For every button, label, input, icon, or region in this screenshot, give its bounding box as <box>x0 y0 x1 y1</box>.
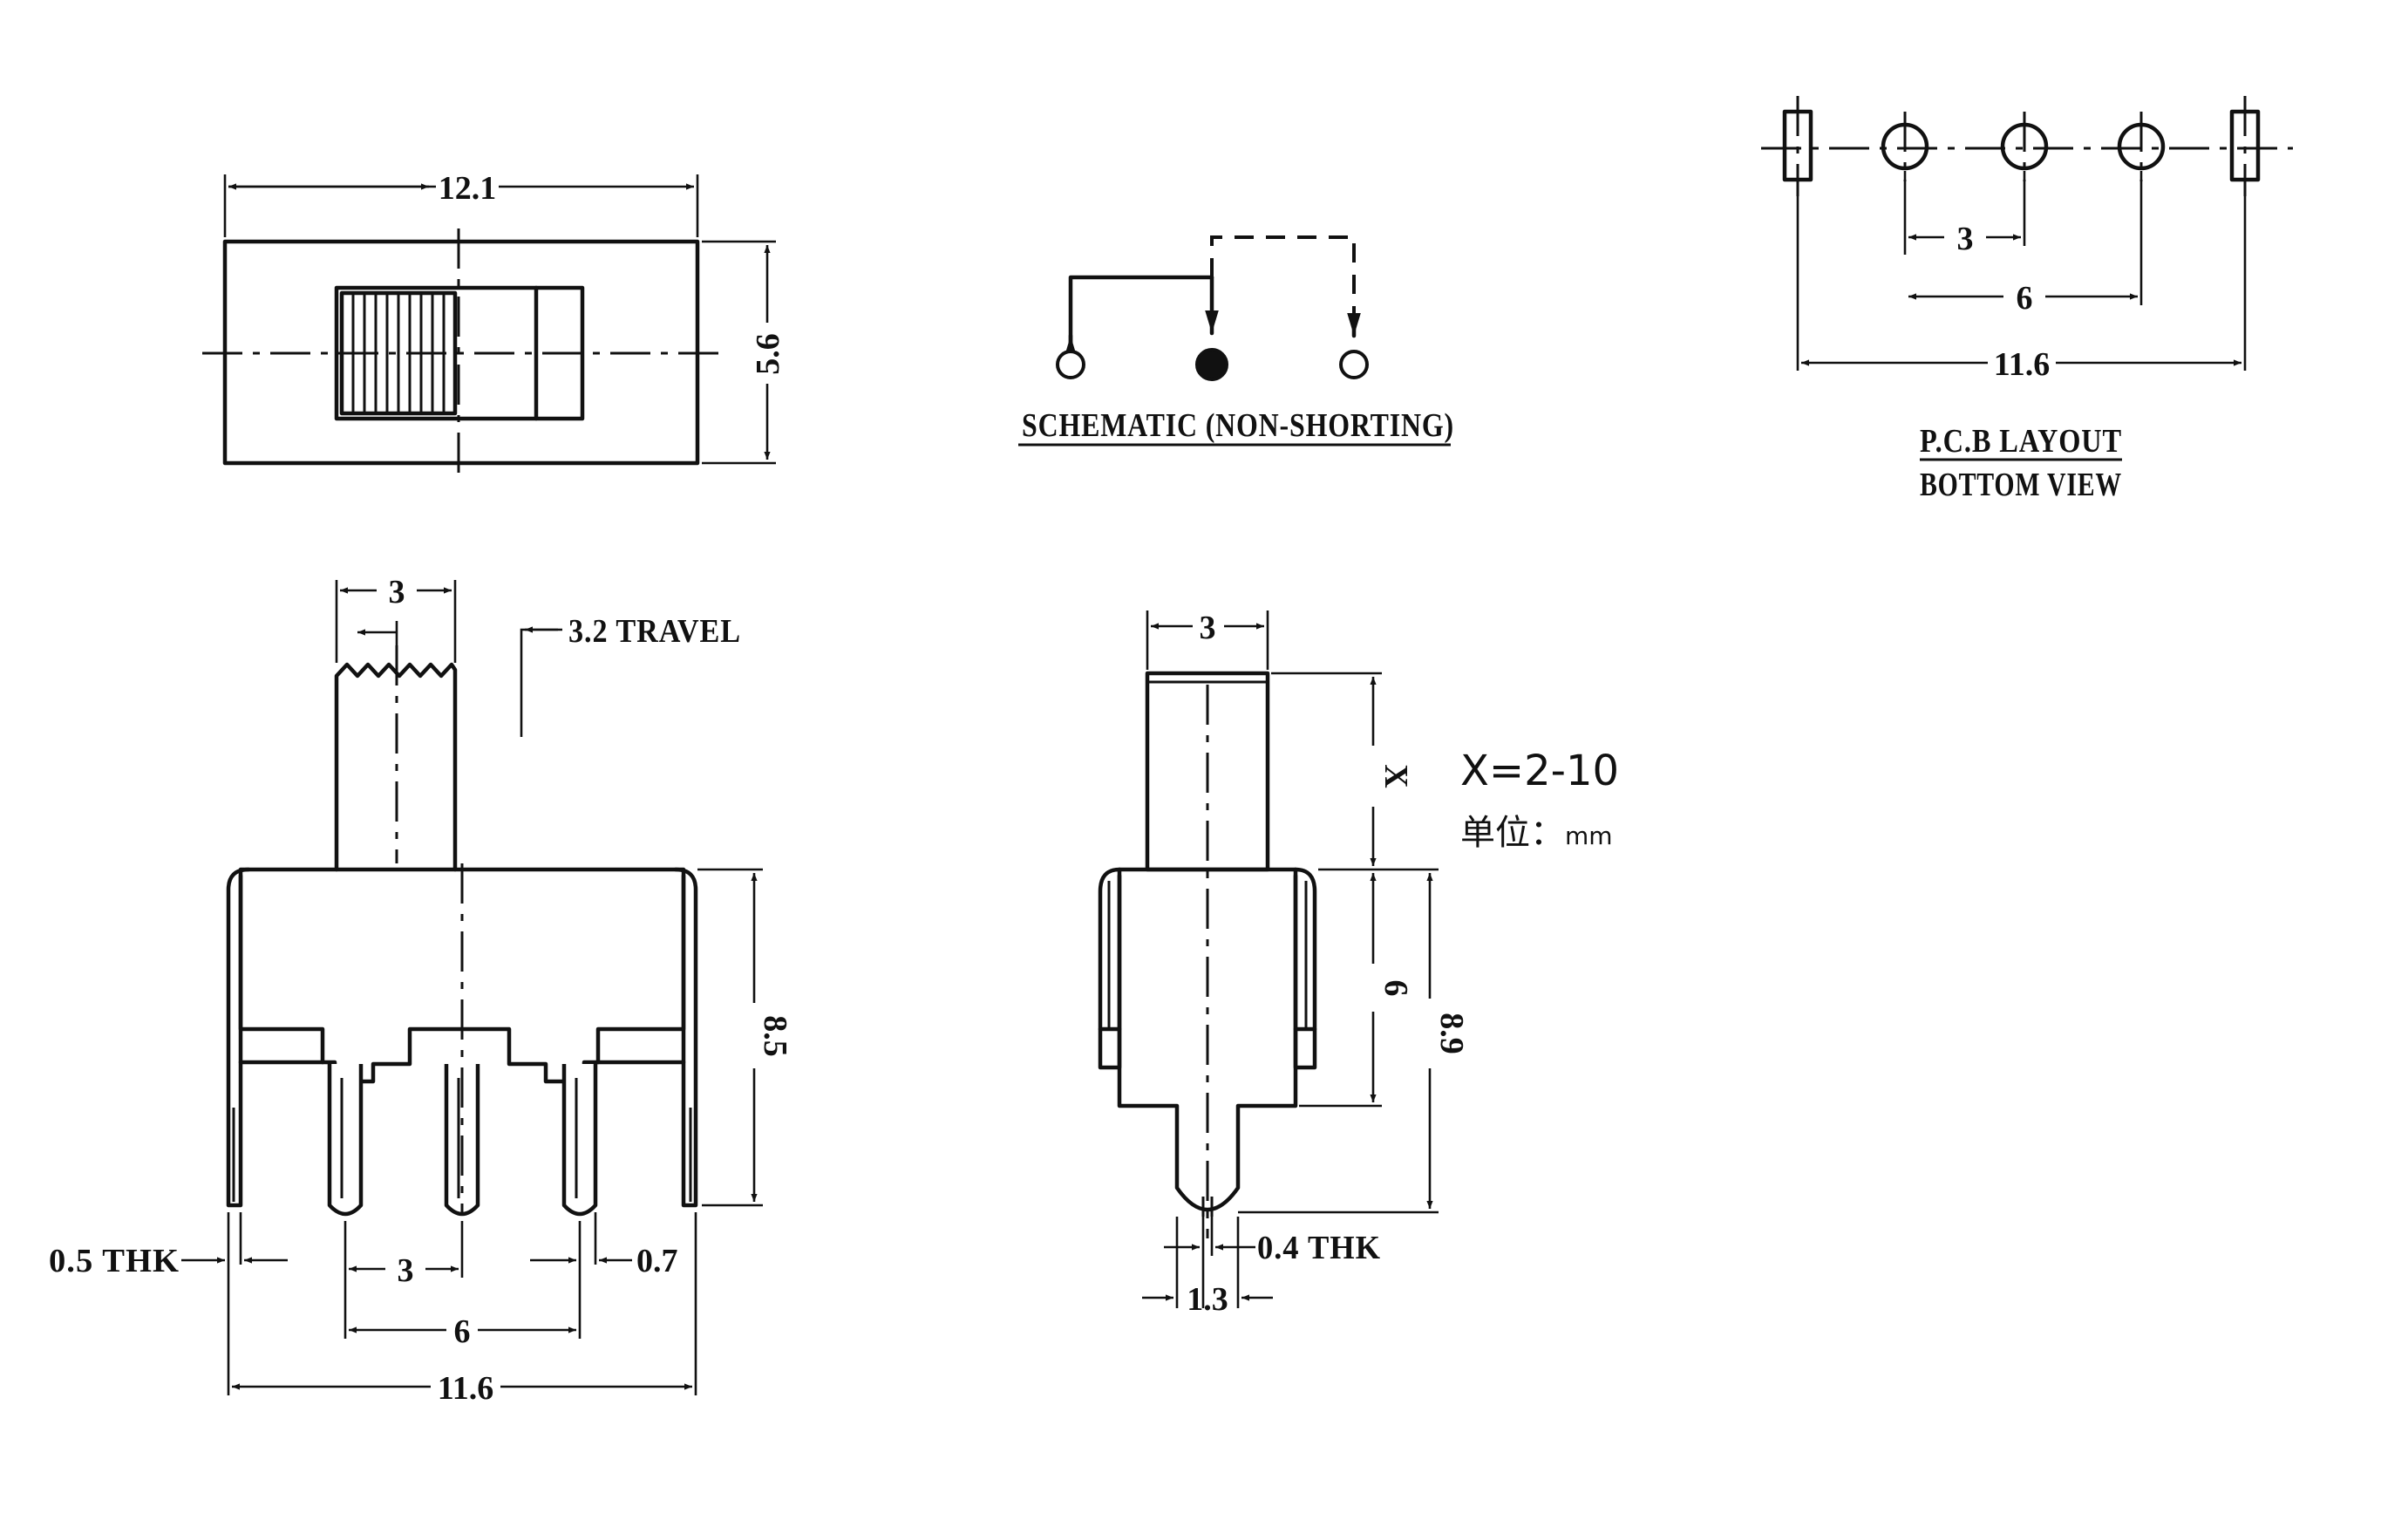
front-tab-dim: 0.7 <box>636 1243 678 1279</box>
front-pin-1 <box>327 1064 364 1217</box>
unit-value: mm <box>1565 822 1613 850</box>
side-bracket-right <box>1293 867 1317 1070</box>
front-actuator-width-dim: 3 <box>389 574 405 610</box>
front-thickness-label: 0.5 THK <box>49 1243 180 1279</box>
terminal-right-icon <box>1339 350 1369 379</box>
pcb-layout: 3 6 11.6 P.C.B LAYOUT BOTTOM VIEW <box>1761 96 2293 503</box>
side-housing <box>1117 867 1298 1212</box>
top-height-dim: 5.6 <box>750 333 786 375</box>
side-body-dim: 6 <box>1377 980 1414 997</box>
front-bracket-left <box>226 867 251 1208</box>
front-actuator <box>334 662 458 872</box>
terminal-common-icon <box>1195 348 1228 381</box>
side-x-dim: X <box>1377 764 1414 788</box>
side-pin-width-dim: 1.3 <box>1187 1281 1228 1318</box>
pcb-title-line2: BOTTOM VIEW <box>1920 467 2122 503</box>
top-width-dim: 12.1 <box>439 170 497 207</box>
pcb-pitch-dim: 3 <box>1957 221 1974 257</box>
pcb-title-line1: P.C.B LAYOUT <box>1920 423 2122 460</box>
front-travel-label: 3.2 TRAVEL <box>568 613 741 650</box>
top-view: 12.1 5.6 <box>202 170 786 481</box>
side-overall-dim: 8.9 <box>1433 1013 1470 1054</box>
schematic-label: SCHEMATIC (NON-SHORTING) <box>1022 407 1454 444</box>
front-span-dim: 6 <box>454 1313 471 1350</box>
pcb-overall-dim: 11.6 <box>1994 346 2050 383</box>
pcb-span-dim: 6 <box>2017 280 2033 317</box>
side-view: 3 X 6 8.9 0.4 THK 1.3 <box>1098 610 1470 1318</box>
side-bracket-left <box>1098 867 1122 1070</box>
side-actuator-width-dim: 3 <box>1200 610 1216 646</box>
schematic: SCHEMATIC (NON-SHORTING) <box>1018 235 1454 447</box>
front-bracket-right <box>673 867 698 1208</box>
unit-label: 单位： <box>1460 813 1565 853</box>
side-thickness-label: 0.4 THK <box>1257 1230 1381 1266</box>
front-height-dim: 8.5 <box>757 1015 793 1057</box>
notes: X=2-10 单位： mm <box>1460 747 1619 853</box>
terminal-left-icon <box>1056 350 1085 379</box>
front-overall-dim: 11.6 <box>438 1370 493 1407</box>
x-range-note: X=2-10 <box>1460 747 1619 795</box>
front-housing <box>238 867 686 1084</box>
front-pin-3 <box>561 1064 598 1217</box>
front-pitch-dim: 3 <box>398 1252 414 1289</box>
front-view: 3 3.2 TRAVEL 8.5 0.5 THK 3 0.7 <box>49 574 793 1407</box>
